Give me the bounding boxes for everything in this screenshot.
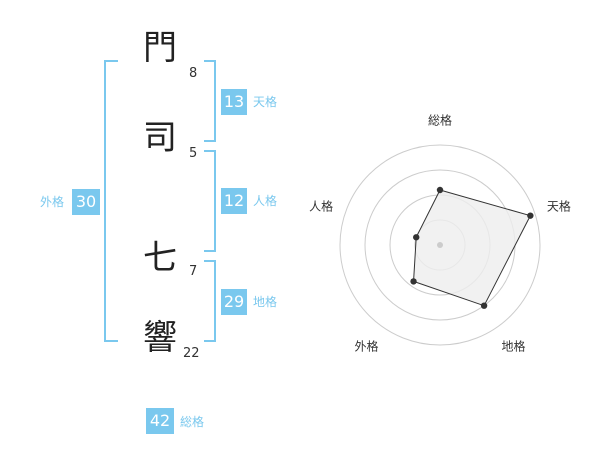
gaikaku-label: 外格	[40, 195, 65, 209]
jinkaku-value: 12	[221, 188, 247, 214]
radar-axis-label-3: 地格	[501, 339, 526, 354]
stroke-count-1: 8	[189, 66, 198, 81]
radar-grid-ring-2	[389, 194, 491, 296]
radar-polygon	[413, 189, 532, 307]
radar-point-3	[480, 302, 488, 309]
name-char-2: 司	[143, 118, 177, 158]
jinkaku-label: 人格	[253, 194, 278, 208]
name-char-1: 門	[143, 28, 177, 68]
radar-grid-ring-4	[339, 144, 541, 346]
gaikaku-bracket	[104, 60, 118, 342]
radar-point-2	[527, 212, 534, 219]
tenkaku-value: 13	[221, 89, 247, 115]
radar-axis-label-4: 外格	[354, 339, 379, 354]
radar-grid-ring-1	[414, 219, 466, 271]
chikaku-label: 地格	[253, 295, 278, 309]
radar-grid-ring-3	[364, 169, 516, 321]
radar-center-point	[437, 242, 443, 248]
stroke-count-4: 22	[183, 346, 200, 361]
name-char-4: 響	[143, 318, 177, 358]
radar-point-1	[436, 186, 444, 194]
soukaku-value: 42	[146, 408, 174, 434]
radar-axis-label-1: 総格	[427, 113, 453, 128]
radar-point-5	[413, 234, 420, 241]
chikaku-bracket	[204, 260, 216, 342]
radar-axis-label-2: 天格	[546, 199, 571, 214]
tenkaku-bracket	[204, 60, 216, 142]
chikaku-value: 29	[221, 289, 247, 315]
stroke-count-2: 5	[189, 146, 198, 161]
stroke-count-3: 7	[189, 264, 198, 279]
radar-point-4	[410, 278, 417, 285]
jinkaku-bracket	[204, 150, 216, 252]
name-char-3: 七	[143, 238, 177, 278]
soukaku-label: 総格	[180, 415, 205, 429]
gaikaku-value: 30	[72, 189, 100, 215]
tenkaku-label: 天格	[253, 95, 278, 109]
radar-axis-label-5: 人格	[309, 199, 334, 214]
